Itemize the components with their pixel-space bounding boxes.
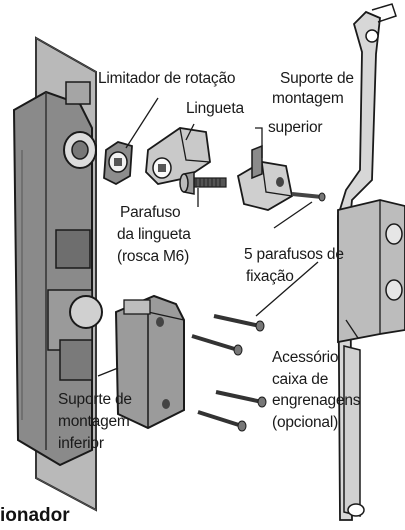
label-latch: Lingueta: [186, 100, 244, 117]
gearbox-accessory-part: [337, 3, 405, 521]
label-latch-screw-2: da lingueta: [117, 226, 191, 243]
latch-screw-part: [179, 171, 227, 195]
label-gearbox-4: (opcional): [272, 414, 339, 431]
fixing-screw-part: [291, 192, 326, 202]
label-upper-bracket-1: Suporte de: [280, 70, 354, 87]
label-latch-screw-1: Parafuso: [120, 204, 181, 221]
lower-bracket-part: [114, 294, 185, 430]
label-upper-bracket-2: montagem: [272, 90, 344, 107]
leader-lines: [97, 97, 359, 377]
handle-housing: [12, 36, 103, 512]
label-gearbox-1: Acessório: [272, 349, 339, 366]
section-title-partial: ionador: [0, 505, 70, 526]
label-fixing-screws-1: 5 parafusos de: [244, 246, 344, 263]
label-fixing-screws-2: fixação: [246, 268, 294, 285]
label-upper-bracket-3: superior: [268, 119, 323, 136]
latch-part: [145, 127, 211, 185]
label-gearbox-3: engrenagens: [272, 392, 361, 409]
label-latch-screw-3: (rosca M6): [117, 248, 190, 265]
long-screws: [191, 314, 267, 432]
label-gearbox-2: caixa de: [272, 371, 329, 388]
label-lower-bracket-1: Suporte de: [58, 391, 132, 408]
upper-bracket-part: [236, 144, 294, 211]
rotation-limiter-part: [103, 141, 133, 186]
label-lower-bracket-2: montagem: [58, 413, 130, 430]
label-rotation-limiter: Limitador de rotação: [98, 70, 236, 87]
label-lower-bracket-3: inferior: [58, 435, 104, 452]
